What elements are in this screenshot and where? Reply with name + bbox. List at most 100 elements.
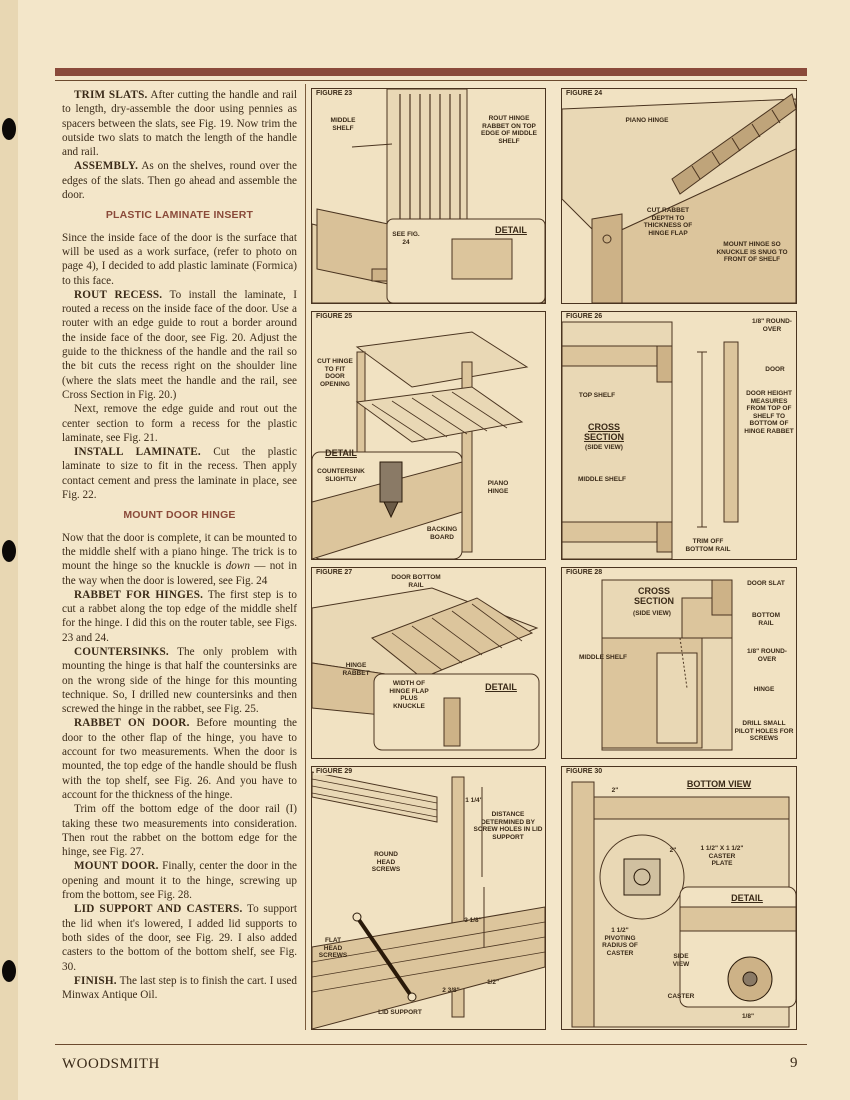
- dimension-label: 2": [611, 787, 619, 794]
- section-title: BOTTOM VIEW: [686, 779, 752, 789]
- callout-label: SIDE VIEW: [672, 953, 690, 968]
- callout-label: DRILL SMALL PILOT HOLES FOR SCREWS: [734, 720, 794, 742]
- binder-hole: [2, 960, 16, 982]
- section-heading: PLASTIC LAMINATE INSERT: [105, 209, 254, 222]
- figure-title: FIGURE 28: [564, 569, 605, 576]
- callout-label: 1/8" ROUND-OVER: [752, 318, 792, 333]
- run-in-head: FINISH.: [74, 974, 117, 987]
- figure-25-drawing: [312, 331, 529, 559]
- callout-label: 1/8" ROUND-OVER: [747, 648, 787, 663]
- callout-label: DOOR HEIGHT MEASURES FROM TOP OF SHELF T…: [744, 390, 794, 435]
- figure-29: FIGURE 29 1 1/4" DISTANCE DETERMINED BY …: [311, 766, 546, 1030]
- figure-title: FIGURE 27: [314, 569, 355, 576]
- figure-title: FIGURE 30: [564, 768, 605, 775]
- section-title: CROSS SECTION: [583, 422, 624, 442]
- callout-label: PIANO HINGE: [487, 480, 509, 495]
- paragraph-text: Since the inside face of the door is the…: [62, 231, 297, 287]
- callout-label: MOUNT HINGE SO KNUCKLE IS SNUG TO FRONT …: [716, 241, 788, 263]
- binder-hole: [2, 118, 16, 140]
- callout-label: MIDDLE SHELF: [330, 117, 356, 132]
- callout-label: LID SUPPORT: [378, 1009, 422, 1016]
- callout-label: HINGE RABBET: [342, 662, 370, 677]
- run-in-head: LID SUPPORT AND CASTERS.: [74, 903, 243, 916]
- callout-label: 1 1/2" PIVOTING RADIUS OF CASTER: [602, 927, 638, 957]
- callout-label: DOOR SLAT: [747, 580, 785, 587]
- paragraph-text: Now that the door is complete, it can be…: [62, 531, 297, 573]
- callout-label: DOOR BOTTOM RAIL: [391, 574, 441, 589]
- callout-label: ROUND HEAD SCREWS: [371, 851, 401, 873]
- callout-label: CUT HINGE TO FIT DOOR OPENING: [317, 358, 353, 388]
- paragraph-text: Next, remove the edge guide and rout out…: [62, 403, 297, 444]
- binder-margin: [0, 0, 18, 1100]
- callout-label: DOOR: [765, 366, 785, 373]
- callout-label: CUT RABBET DEPTH TO THICKNESS OF HINGE F…: [643, 207, 693, 237]
- paragraph-text: As on the shelves, round over the edges …: [62, 160, 297, 202]
- figure-29-drawing: [312, 771, 545, 1029]
- section-title: CROSS SECTION: [633, 586, 674, 606]
- detail-label: DETAIL: [485, 682, 517, 692]
- detail-label: DETAIL: [495, 225, 527, 235]
- run-in-head: TRIM SLATS.: [74, 89, 148, 101]
- dimension-label: 1/8": [741, 1013, 755, 1020]
- figure-26-drawing: [562, 321, 739, 559]
- footer-rule: [55, 1044, 807, 1045]
- detail-label: DETAIL: [325, 448, 357, 458]
- figure-24: FIGURE 24 PIANO HINGE CUT RABBET DEPTH T…: [561, 88, 797, 304]
- callout-label: DISTANCE DETERMINED BY SCREW HOLES IN LI…: [473, 811, 543, 841]
- paragraph-text: After cutting the handle and rail to len…: [62, 89, 297, 159]
- callout-label: COUNTERSINK SLIGHTLY: [317, 468, 365, 483]
- dimension-label: 3 1/8": [464, 917, 482, 924]
- run-in-head: COUNTERSINKS.: [74, 645, 169, 658]
- paragraph-text: To install the laminate, I routed a rece…: [62, 288, 298, 401]
- callout-label: MIDDLE SHELF: [577, 476, 627, 483]
- section-heading: MOUNT DOOR HINGE: [123, 509, 236, 522]
- paragraph-text: — not in the way when the door is lowere…: [62, 560, 298, 587]
- figure-24-drawing: [562, 93, 796, 303]
- figure-25: FIGURE 25 CUT HINGE TO FIT DOOR OPENING …: [311, 311, 546, 560]
- callout-label: BACKING BOARD: [426, 526, 458, 541]
- figure-27: FIGURE 27 DOOR BOTTOM RAIL HINGE RABBET …: [311, 567, 546, 759]
- figure-title: FIGURE 26: [564, 313, 605, 320]
- figure-30-drawing: [571, 781, 796, 1028]
- callout-label: ROUT HINGE RABBET ON TOP EDGE OF MIDDLE …: [481, 115, 537, 145]
- paragraph-text: Finally, center the door in the opening …: [62, 860, 297, 902]
- magazine-name: WOODSMITH: [62, 1056, 160, 1072]
- callout-label: HINGE: [753, 686, 775, 693]
- paragraph-text: The first step is to cut a rabbet along …: [62, 588, 297, 644]
- figure-26: FIGURE 26 1/8" ROUND-OVER DOOR TOP SHELF…: [561, 311, 797, 560]
- callout-label: CASTER: [667, 993, 695, 1000]
- figure-27-drawing: [312, 587, 540, 751]
- figure-title: FIGURE 25: [314, 313, 355, 320]
- callout-label: PIANO HINGE: [625, 117, 669, 124]
- callout-label: MIDDLE SHELF: [578, 654, 628, 661]
- run-in-head: INSTALL LAMINATE.: [74, 446, 201, 459]
- page-number: 9: [790, 1055, 798, 1071]
- header-rule: [55, 80, 807, 81]
- dimension-label: 1/2": [486, 979, 500, 986]
- callout-label: WIDTH OF HINGE FLAP PLUS KNUCKLE: [389, 680, 429, 710]
- paragraph-text: The only problem with mounting the hinge…: [62, 645, 297, 716]
- figure-title: FIGURE 29: [314, 768, 355, 775]
- callout-label: 1 1/2" x 1 1/2" CASTER PLATE: [700, 845, 744, 867]
- callout-label: TOP SHELF: [578, 392, 616, 399]
- figure-28-drawing: [601, 579, 733, 751]
- detail-label: DETAIL: [731, 893, 763, 903]
- run-in-head: ROUT RECESS.: [74, 288, 163, 301]
- figure-title: FIGURE 23: [314, 90, 355, 97]
- run-in-head: RABBET ON DOOR.: [74, 717, 190, 730]
- header-bar: [55, 68, 807, 76]
- paragraph-text: The last step is to finish the cart. I u…: [62, 974, 297, 1002]
- callout-label: TRIM OFF BOTTOM RAIL: [685, 538, 731, 553]
- run-in-head: MOUNT DOOR.: [74, 860, 159, 873]
- emphasis-text: down: [225, 560, 250, 573]
- run-in-head: ASSEMBLY.: [74, 160, 139, 173]
- paragraph-text: Before mounting the door to the other fl…: [62, 717, 298, 801]
- callout-label: FLAT HEAD SCREWS: [318, 937, 348, 959]
- column-divider: [305, 84, 306, 1030]
- paragraph-text: Trim off the bottom edge of the door rai…: [62, 803, 297, 859]
- dimension-label: 1 1/4": [465, 797, 483, 804]
- figure-30: FIGURE 30 BOTTOM VIEW 2" 2" 1 1/2" x 1 1…: [561, 766, 797, 1030]
- article-text: TRIM SLATS. After cutting the handle and…: [62, 88, 297, 1002]
- dimension-label: 2": [669, 847, 677, 854]
- figure-23: FIGURE 23 MIDDLE SHELF ROUT HINGE RABBET…: [311, 88, 546, 304]
